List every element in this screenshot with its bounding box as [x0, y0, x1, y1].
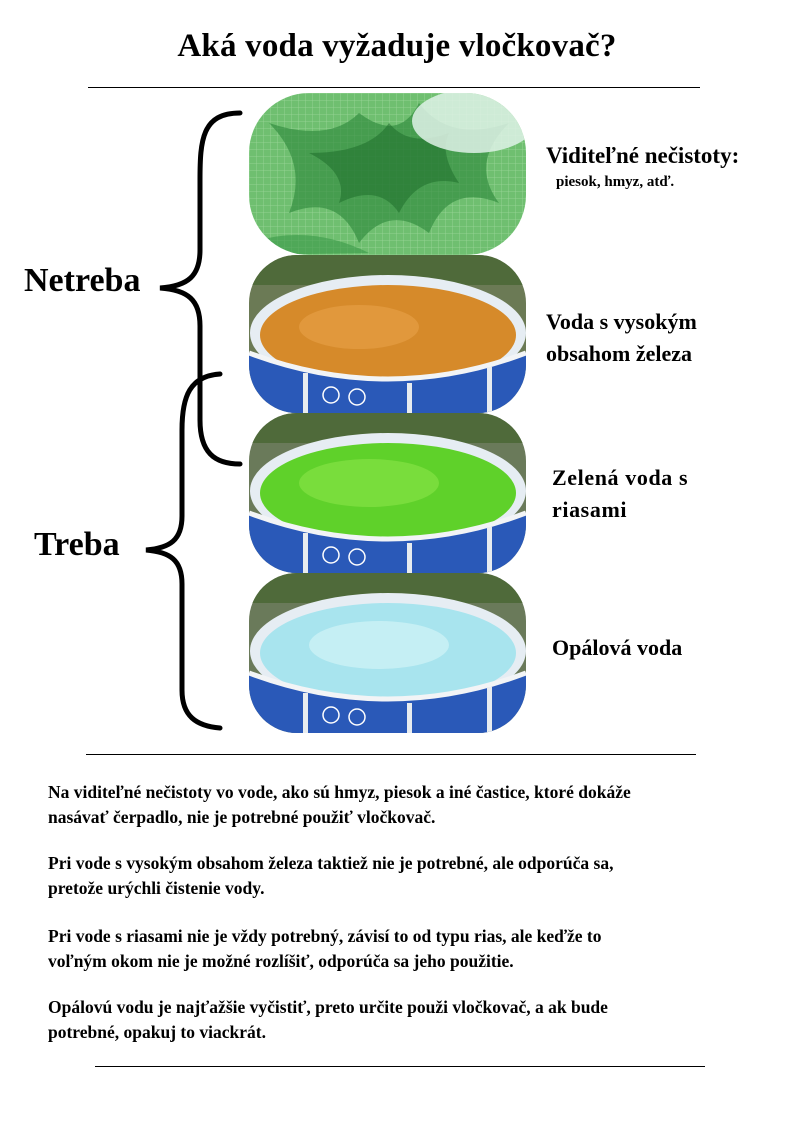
divider-top: [88, 87, 700, 88]
photo-clear-water: [249, 93, 526, 255]
divider-bottom: [95, 1066, 705, 1067]
caption-iron-water: Voda s vysokým obsahom železa: [546, 306, 697, 370]
paragraph-line: voľným okom nie je možné rozlíšiť, odpor…: [48, 951, 514, 971]
paragraph-line: Pri vode s riasami nie je vždy potrebný,…: [48, 926, 602, 946]
caption-visible-impurities: Viditeľné nečistoty:: [546, 143, 740, 168]
caption-green-water-line2: riasami: [552, 497, 628, 522]
paragraph-line: Opálovú vodu je najťažšie vyčistiť, pret…: [48, 997, 608, 1017]
caption-green-water-line1: Zelená voda s: [552, 465, 689, 490]
caption-visible-impurities-examples: piesok, hmyz, atď.: [556, 174, 675, 190]
photo-opal-water: [249, 573, 526, 733]
page-title: Aká voda vyžaduje vločkovač?: [177, 28, 617, 64]
photo-iron-water: [249, 255, 526, 413]
group-label-treba: Treba: [34, 526, 120, 563]
paragraph-line: nasávať čerpadlo, nie je potrebné použiť…: [48, 807, 436, 827]
paragraph-visible-impurities: Na viditeľné nečistoty vo vode, ako sú h…: [48, 780, 768, 830]
brace-netreba: [159, 110, 243, 467]
paragraph-opal-water: Opálovú vodu je najťažšie vyčistiť, pret…: [48, 995, 768, 1045]
paragraph-line: pretože urýchli čistenie vody.: [48, 878, 265, 898]
brace-treba: [145, 371, 223, 731]
paragraph-line: Pri vode s vysokým obsahom železa taktie…: [48, 853, 614, 873]
paragraph-line: Na viditeľné nečistoty vo vode, ako sú h…: [48, 782, 631, 802]
divider-middle: [86, 754, 696, 755]
caption-iron-water-line1: Voda s vysokým: [546, 309, 697, 334]
caption-iron-water-line2: obsahom železa: [546, 341, 693, 366]
caption-opal-water: Opálová voda: [552, 635, 683, 660]
group-label-netreba: Netreba: [24, 262, 141, 299]
caption-green-water: Zelená voda s riasami: [552, 462, 688, 526]
paragraph-iron-water: Pri vode s vysokým obsahom železa taktie…: [48, 851, 768, 901]
paragraph-line: potrebné, opakuj to viackrát.: [48, 1022, 266, 1042]
paragraph-algae-water: Pri vode s riasami nie je vždy potrebný,…: [48, 924, 768, 974]
photo-algae-water: [249, 413, 526, 573]
